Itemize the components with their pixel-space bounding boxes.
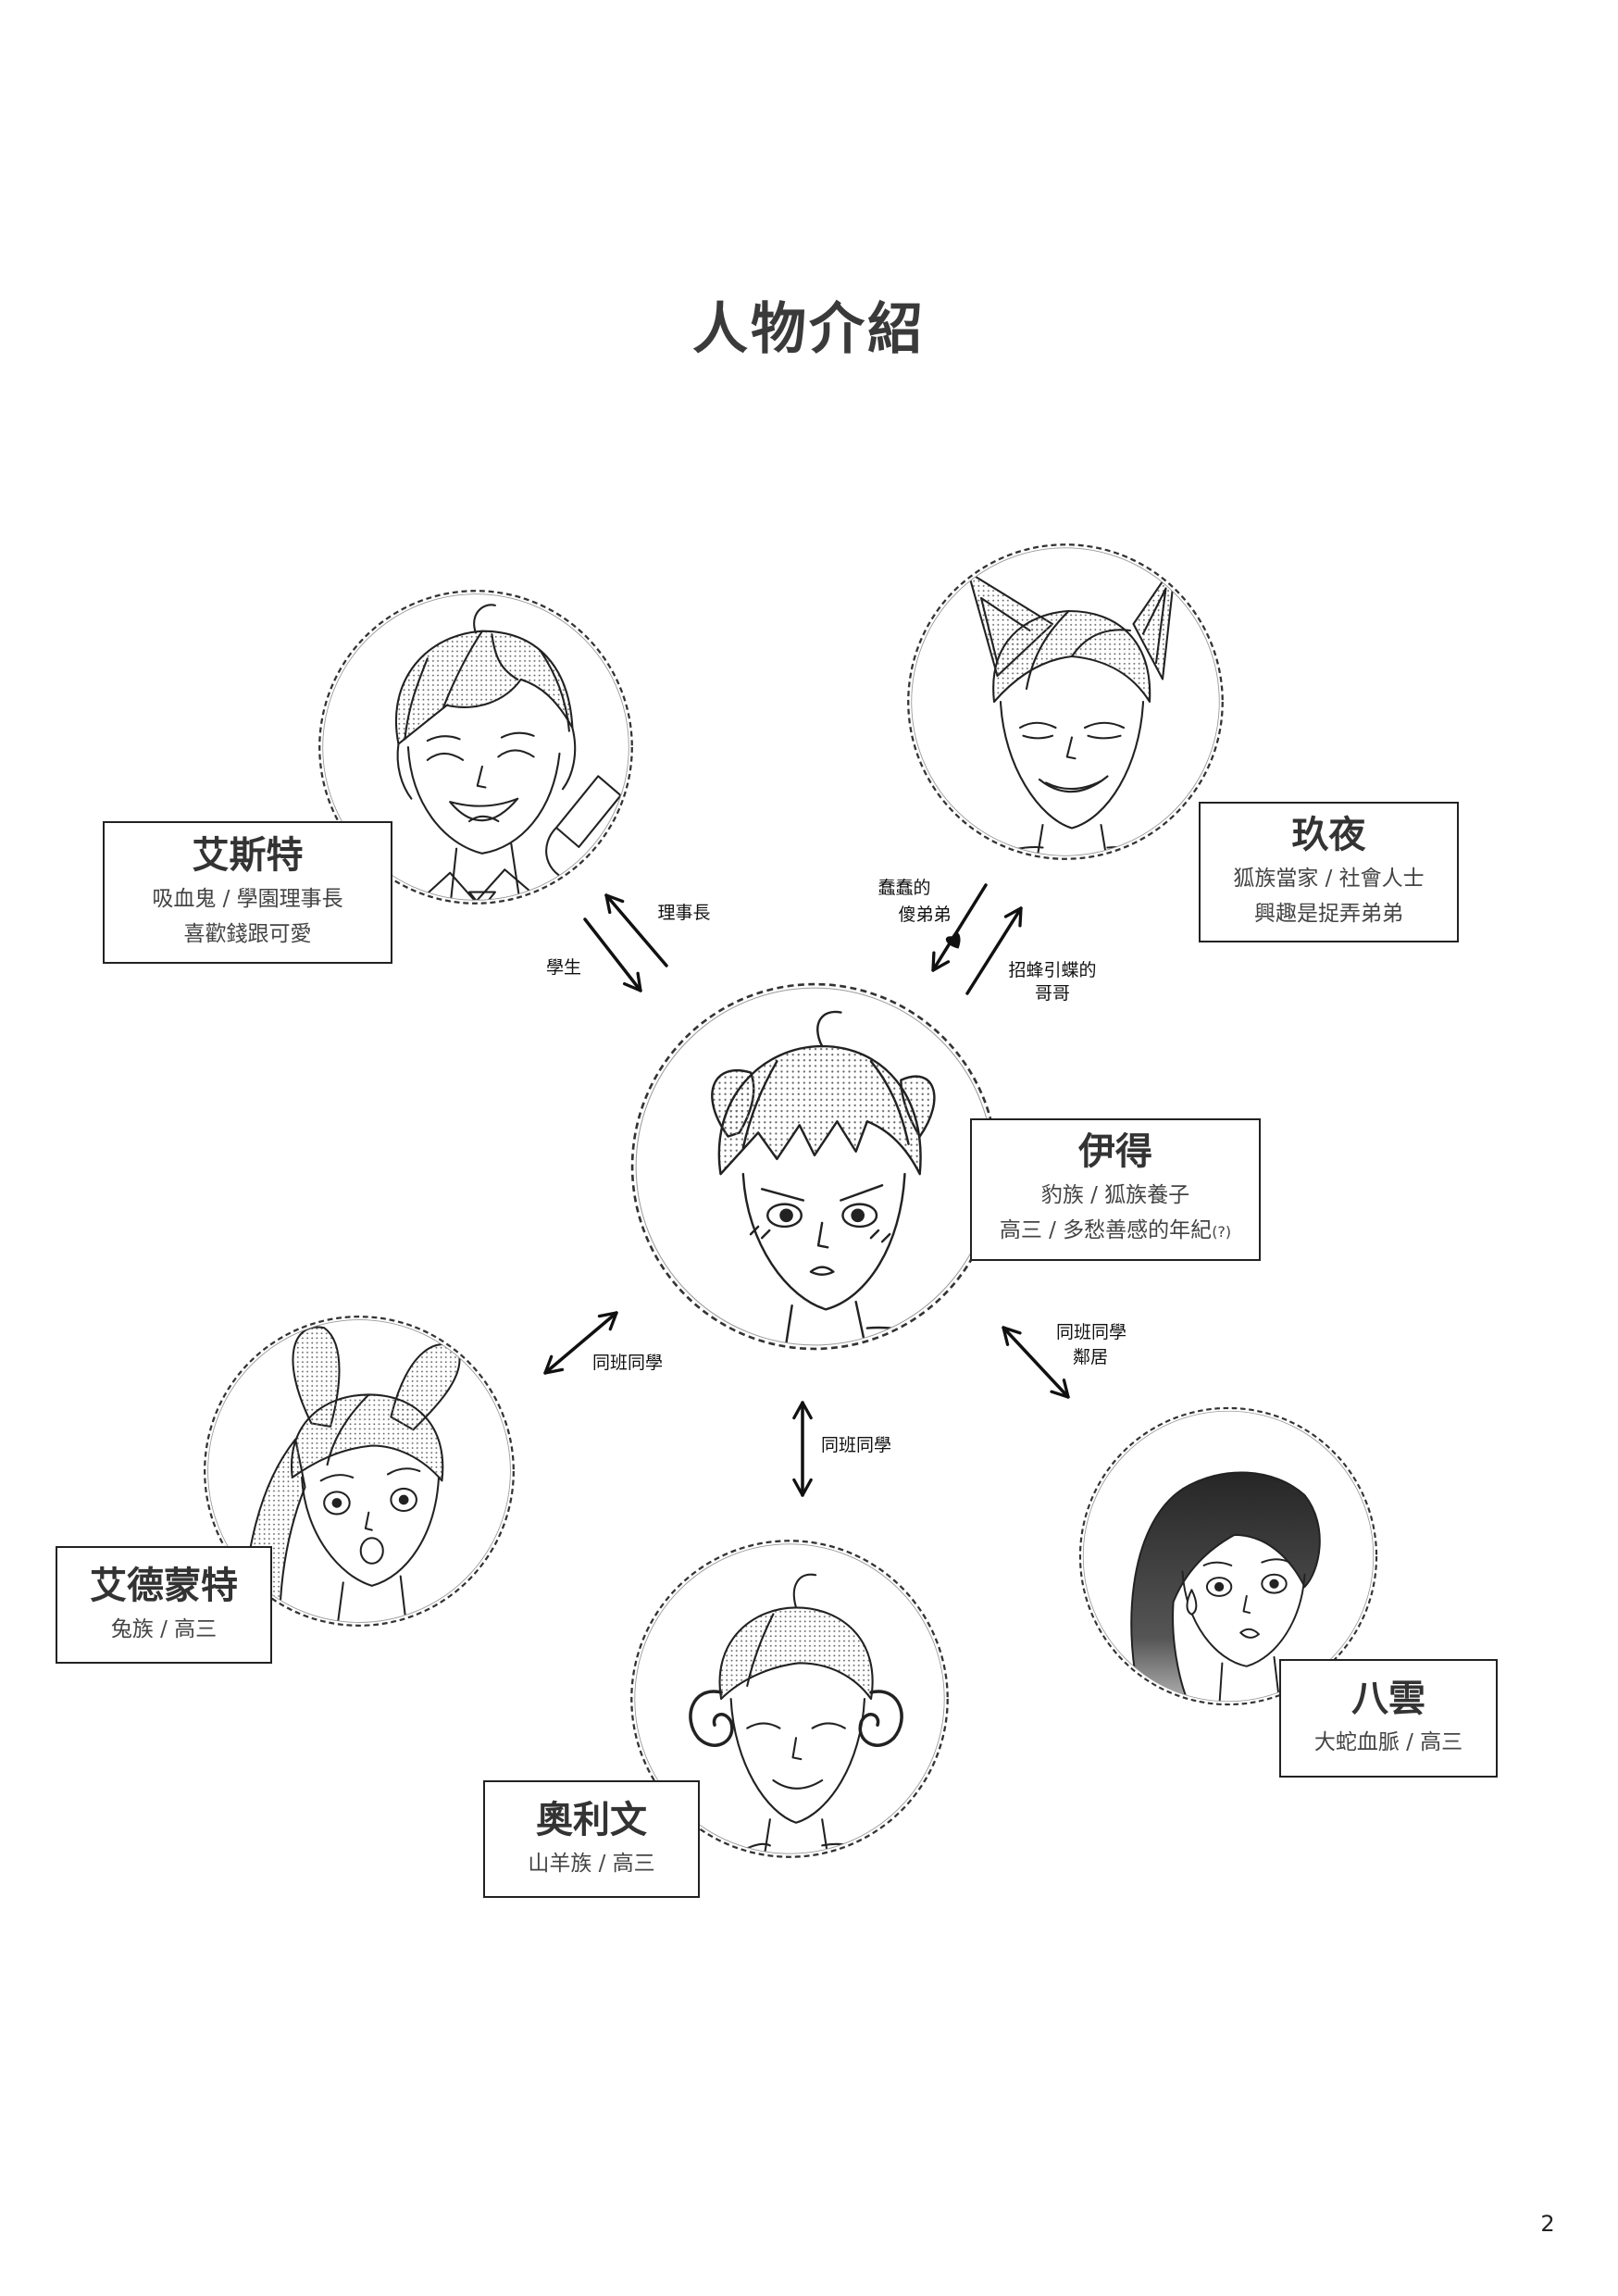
relation-label-chairman: 理事長	[657, 903, 711, 923]
character-info: 大蛇血脈 / 高三	[1313, 1730, 1463, 1754]
character-info: 喜歡錢跟可愛	[183, 922, 312, 946]
relation-label-neighbors: 鄰居	[1072, 1347, 1109, 1367]
hair	[718, 1573, 874, 1701]
character-name: 伊得	[1078, 1129, 1152, 1173]
character-name: 奧利文	[536, 1797, 647, 1841]
portrait-goat	[630, 1540, 949, 1858]
hair	[992, 609, 1151, 704]
character-card-fox: 玖夜 狐族當家 / 社會人士 興趣是捉弄弟弟	[1199, 802, 1459, 942]
character-info-note: (?)	[1212, 1223, 1232, 1241]
relation-label-classmates: 同班同學	[1055, 1322, 1127, 1342]
portrait-serpent	[1078, 1406, 1378, 1706]
relation-label-younger-brother: 蠢蠢的	[877, 878, 931, 898]
arrow-to-younger-brother	[931, 883, 988, 972]
heart-icon	[945, 932, 961, 949]
character-info: 興趣是捉弄弟弟	[1254, 902, 1403, 926]
portrait-vampire	[318, 590, 633, 905]
fox-ears	[966, 561, 1177, 680]
character-name: 玖夜	[1291, 813, 1366, 856]
relation-label-older-brother: 招蜂引蝶的	[1008, 960, 1097, 980]
character-name: 艾德蒙特	[90, 1563, 238, 1607]
character-info-row: 高三 / 多愁善感的年紀(?)	[1000, 1213, 1231, 1250]
character-info: 高三 / 多愁善感的年紀	[999, 1218, 1213, 1242]
face	[741, 1172, 906, 1311]
character-info: 豹族 / 狐族養子	[1040, 1183, 1190, 1207]
face	[406, 731, 561, 855]
relation-label-student: 學生	[545, 957, 582, 978]
character-card-rabbit: 艾德蒙特 兔族 / 高三	[56, 1546, 272, 1664]
page-number: 2	[1540, 2211, 1555, 2237]
face	[999, 700, 1145, 830]
portrait-leopard	[630, 982, 999, 1351]
hair	[717, 1010, 922, 1176]
character-info: 吸血鬼 / 學園理事長	[152, 887, 343, 911]
character-info: 兔族 / 高三	[110, 1616, 218, 1641]
sweat-drop-icon	[1186, 1589, 1198, 1616]
face	[301, 1467, 441, 1587]
character-name: 八雲	[1351, 1677, 1425, 1720]
character-name: 艾斯特	[192, 833, 304, 877]
character-card-serpent: 八雲 大蛇血脈 / 高三	[1279, 1659, 1498, 1778]
character-card-goat: 奧利文 山羊族 / 高三	[483, 1780, 700, 1898]
relation-label-classmates: 同班同學	[591, 1353, 664, 1373]
hair	[1130, 1471, 1321, 1702]
relation-label-older-brother: 哥哥	[1034, 983, 1071, 1004]
character-info: 山羊族 / 高三	[528, 1851, 655, 1876]
relation-label-classmates: 同班同學	[820, 1435, 892, 1455]
hair	[394, 604, 577, 800]
character-card-vampire: 艾斯特 吸血鬼 / 學園理事長 喜歡錢跟可愛	[103, 821, 392, 964]
page-title: 人物介紹	[692, 297, 926, 362]
goat-horns	[689, 1690, 903, 1747]
face	[1181, 1558, 1306, 1667]
shoulders	[783, 1300, 959, 1345]
character-card-leopard: 伊得 豹族 / 狐族養子 高三 / 多愁善感的年紀(?)	[970, 1118, 1261, 1261]
portrait-fox	[907, 543, 1224, 860]
character-info: 狐族當家 / 社會人士	[1233, 867, 1425, 891]
face	[729, 1697, 866, 1824]
relation-label-younger-brother: 傻弟弟	[898, 905, 952, 925]
